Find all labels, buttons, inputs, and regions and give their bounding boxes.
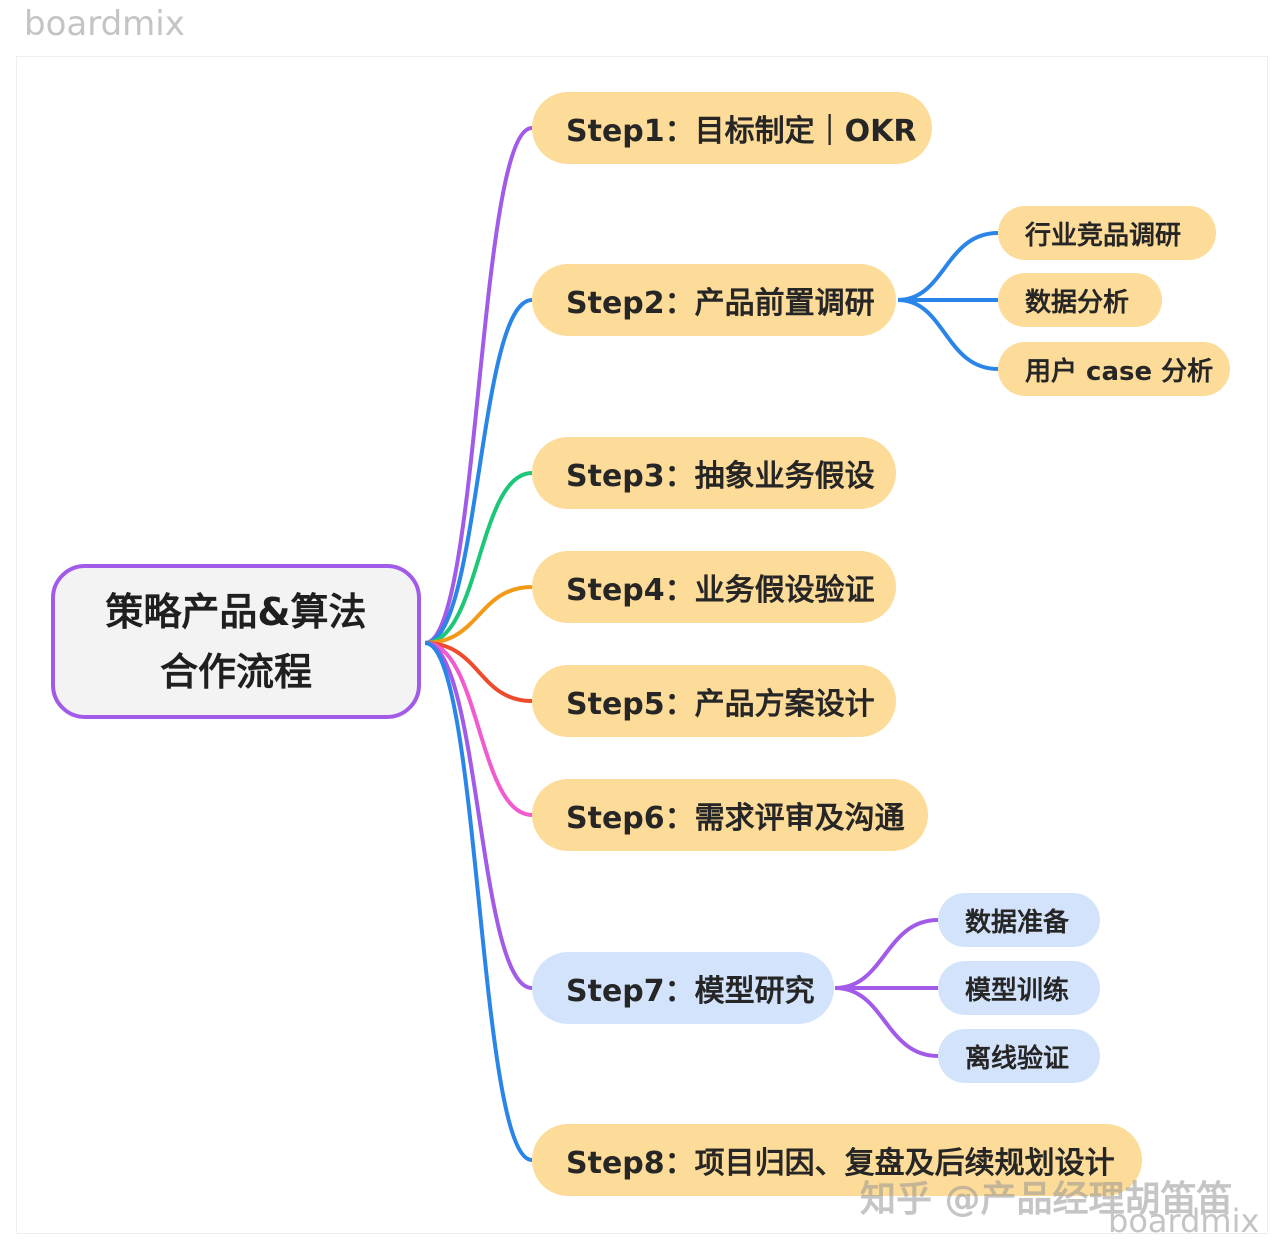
step2-child-competitor-research[interactable]: 行业竞品调研: [998, 206, 1216, 260]
connector-step2-child3: [897, 298, 999, 371]
boardmix-watermark-bottom: boardmix: [1108, 1202, 1260, 1240]
step4-node[interactable]: Step4：业务假设验证: [532, 551, 896, 623]
step2-node[interactable]: Step2：产品前置调研: [532, 264, 896, 336]
step2-child-data-analysis[interactable]: 数据分析: [998, 273, 1162, 327]
connector-step8: [424, 641, 533, 1162]
step8-node[interactable]: Step8：项目归因、复盘及后续规划设计: [532, 1124, 1142, 1196]
step7-child-data-prep[interactable]: 数据准备: [938, 893, 1100, 947]
connector-step7: [424, 641, 533, 990]
root-title-line1: 策略产品&算法: [105, 589, 367, 634]
step7-child-model-training[interactable]: 模型训练: [938, 961, 1100, 1015]
connector-step5: [424, 641, 533, 703]
connector-step7-child3: [834, 986, 939, 1058]
step2-child-user-case-analysis[interactable]: 用户 case 分析: [998, 342, 1230, 396]
step1-node[interactable]: Step1：目标制定｜OKR: [532, 92, 932, 164]
step3-node[interactable]: Step3：抽象业务假设: [532, 437, 896, 509]
step5-node[interactable]: Step5：产品方案设计: [532, 665, 896, 737]
connector-step4: [424, 585, 533, 645]
root-node[interactable]: 策略产品&算法 合作流程: [51, 564, 421, 719]
boardmix-watermark-top: boardmix: [24, 4, 185, 44]
step7-node[interactable]: Step7：模型研究: [532, 952, 834, 1024]
connector-step3: [424, 471, 533, 645]
connector-step7-child1: [834, 918, 939, 990]
connector-step1: [424, 126, 533, 645]
connector-step6: [424, 641, 533, 817]
connector-step2: [424, 298, 533, 645]
zhihu-watermark: 知乎 @产品经理胡笛笛: [860, 1179, 1233, 1220]
step7-child-offline-validation[interactable]: 离线验证: [938, 1029, 1100, 1083]
connector-step2-child1: [897, 231, 999, 302]
root-title-line2: 合作流程: [159, 649, 312, 694]
root-node-label: 策略产品&算法 合作流程: [89, 582, 382, 702]
step6-node[interactable]: Step6：需求评审及沟通: [532, 779, 928, 851]
